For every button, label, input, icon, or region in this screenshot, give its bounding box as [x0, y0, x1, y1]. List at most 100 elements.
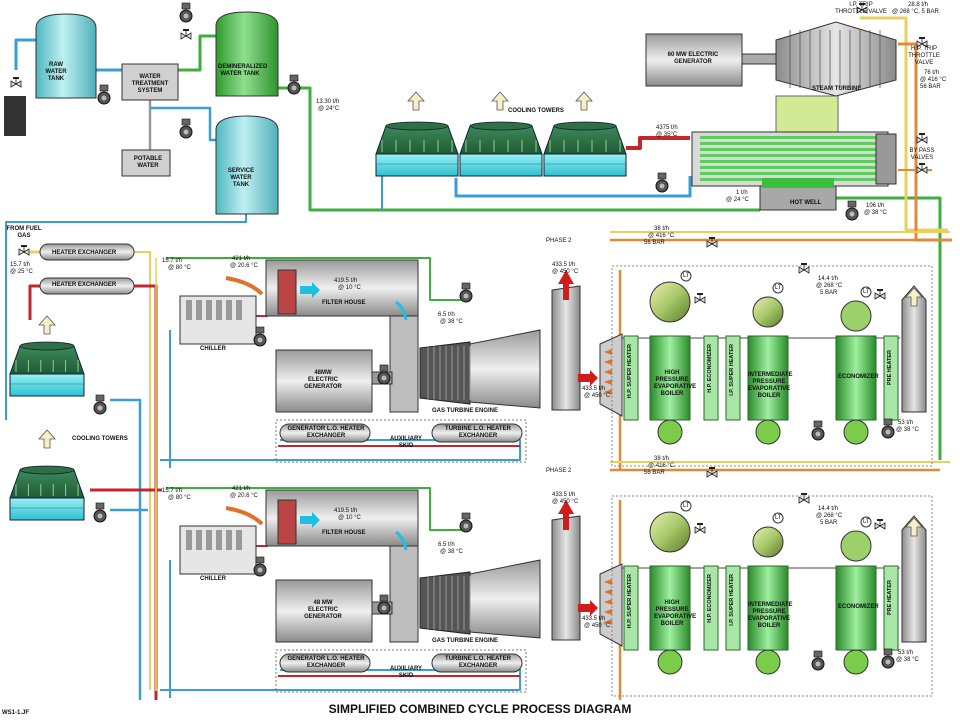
- train-2-ip-steam-flow-2: @ 268 °C: [816, 513, 843, 519]
- equipment-layer: [4, 2, 933, 697]
- steam-turbine-casing: [775, 21, 897, 97]
- tower-left-2-arrow-icon: [38, 429, 56, 449]
- burner-flame-icon: [604, 379, 612, 385]
- train-2-inlet-duct: [389, 545, 419, 643]
- valve-handle: [697, 293, 703, 295]
- ip-trip-valve-icon: [856, 3, 868, 14]
- train-1-econ-lower-drum: [843, 419, 869, 445]
- service-water-tank-body: [215, 115, 279, 215]
- condenser-tube: [700, 154, 880, 157]
- pump-motor: [657, 172, 667, 180]
- train-2-lo-loop-pipe: [160, 669, 521, 691]
- exhaust-hood: [775, 95, 839, 133]
- train-1-air-down-arrow-icon: [395, 300, 408, 321]
- train-2-filter-coil: [277, 499, 297, 545]
- train-1-preheater-pump-icon: [881, 418, 895, 439]
- train-1-chiller-label: CHILLER: [200, 346, 226, 352]
- tower-left-supply-pipe: [110, 398, 142, 700]
- chiller-fin: [206, 300, 212, 320]
- raw-water-valve-icon: [10, 77, 22, 88]
- train-1-hrsg-stack-arrow-icon: [905, 287, 923, 307]
- train-1-lt-2-icon: [772, 282, 784, 294]
- train-2-phase-label: PHASE 2: [546, 468, 572, 474]
- burner-flame-icon: [604, 369, 612, 375]
- train-1-phase-label: PHASE 2: [546, 238, 572, 244]
- pump-motor: [461, 512, 471, 520]
- train-2-hp-steam-flow-2: @ 416 °C: [648, 463, 675, 469]
- cooling-towers-left-label: COOLING TOWERS: [72, 436, 128, 442]
- train-2-stack-flow-1: 433.5 t/h: [552, 492, 576, 498]
- pump-motor: [847, 200, 857, 208]
- train-1-ip-steam-drum: [752, 296, 784, 328]
- train-1-water-flow-2: @ 38 °C: [440, 319, 463, 325]
- valve-handle: [859, 3, 865, 5]
- train-1-lt-3-label: LT: [863, 289, 870, 295]
- train-2-exh-flow-2: @ 450 °C: [584, 623, 611, 629]
- train-2-lt-3-icon: [860, 516, 872, 528]
- cw-pump-icon: [655, 172, 669, 193]
- train-1-hp-feed-valve-icon: [694, 293, 706, 304]
- train-2-hp-superheater: [623, 565, 639, 651]
- hp-trip-valve-label: H.P. TRIP THROTTLE VALVE: [908, 46, 940, 66]
- cooling-towers-top-label: COOLING TOWERS: [508, 108, 564, 114]
- valve-handle: [919, 37, 925, 39]
- chiller-fin: [186, 530, 192, 550]
- train-1-exh-flow-2: @ 450 °C: [584, 393, 611, 399]
- train-2-auxiliary-skid-outline: [275, 649, 527, 693]
- pump-hub: [849, 211, 855, 217]
- pump-hub: [885, 659, 891, 665]
- train-2-hp-economizer: [703, 565, 719, 651]
- train-1-econ-valve-icon: [874, 289, 886, 300]
- train-2-gt-casing: [469, 559, 541, 639]
- train-1-gt-casing: [469, 329, 541, 409]
- pump-hub: [97, 405, 103, 411]
- train-1-hp-economizer: [703, 335, 719, 421]
- pump-hub: [381, 375, 387, 381]
- hotwell-in-1: 1 t/h: [736, 190, 748, 196]
- train-2-air-flow-2: @ 20.6 °C: [230, 493, 258, 499]
- train-2-hrsg-outline: [611, 495, 933, 697]
- condensate-pump-icon: [845, 200, 859, 221]
- train-2-water-flow-2: @ 38 °C: [440, 549, 463, 555]
- hp-trip-valve-icon: [916, 37, 928, 48]
- burner-flame-icon: [604, 609, 612, 615]
- makeup-pump-icon: [287, 74, 301, 95]
- diagram-title: SIMPLIFIED COMBINED CYCLE PROCESS DIAGRA…: [328, 702, 632, 716]
- tower-basin: [375, 153, 459, 177]
- train-2-pre-heater-label: PRE HEATER: [887, 580, 893, 616]
- makeup-flow-1: 13.30 t/h: [316, 99, 340, 105]
- train-2-aux-skid-label: AUXILIARY SKID: [389, 666, 423, 679]
- pump-hub: [815, 661, 821, 667]
- hp-flow-1: 76 t/h: [924, 70, 940, 76]
- tower-left-return-pipe: [28, 284, 40, 320]
- pump-motor: [379, 364, 389, 372]
- train-2-fuel-line: [155, 488, 158, 691]
- chiller-fin: [206, 530, 212, 550]
- pump-hub: [183, 13, 189, 19]
- tower-exhaust-arrow-icon: [575, 91, 593, 111]
- pump-motor: [289, 74, 299, 82]
- train-2-ip-steam-flow-3: 5 BAR: [820, 520, 838, 526]
- train-2-air-flow-arrow-icon: [300, 512, 320, 528]
- train-2-filter-flow-2: @ 10 °C: [338, 515, 361, 521]
- train-1-hp-steam-drum: [649, 281, 691, 323]
- top-right-flow-1: 28.8 t/h: [908, 2, 929, 8]
- train-1-water-inj-pump-icon: [459, 282, 473, 303]
- demin-inlet-valve-icon: [180, 29, 192, 40]
- water-treatment-box: [121, 63, 179, 101]
- tower-exhaust-arrow-icon: [407, 91, 425, 111]
- fuel-flow-1: 15.7 t/h: [10, 262, 31, 268]
- train-2-stack-flow-2: @ 450 °C: [552, 499, 579, 505]
- train-2-turb-lo-label: TURBINE L.O. HEATER EXCHANGER: [445, 656, 511, 669]
- tower-basin: [459, 153, 543, 177]
- train-1-hp-steam-flow-3: 56 BAR: [644, 240, 665, 246]
- train-1-ip-valve-icon: [798, 263, 810, 274]
- top-right-flow-2: @ 268 °C, 5 BAR: [892, 9, 939, 15]
- train-1-hp-steam-flow-2: @ 416 °C: [648, 233, 675, 239]
- train-2-hrsg-inlet-arrow-icon: [578, 600, 598, 616]
- train-2-generator-fan-icon: [377, 594, 391, 615]
- train-2-hp-steam-flow-3: 56 BAR: [644, 470, 665, 476]
- train-1-ip-superheater: [725, 335, 741, 421]
- train-1-inlet-duct: [389, 315, 419, 413]
- pump-hub: [381, 605, 387, 611]
